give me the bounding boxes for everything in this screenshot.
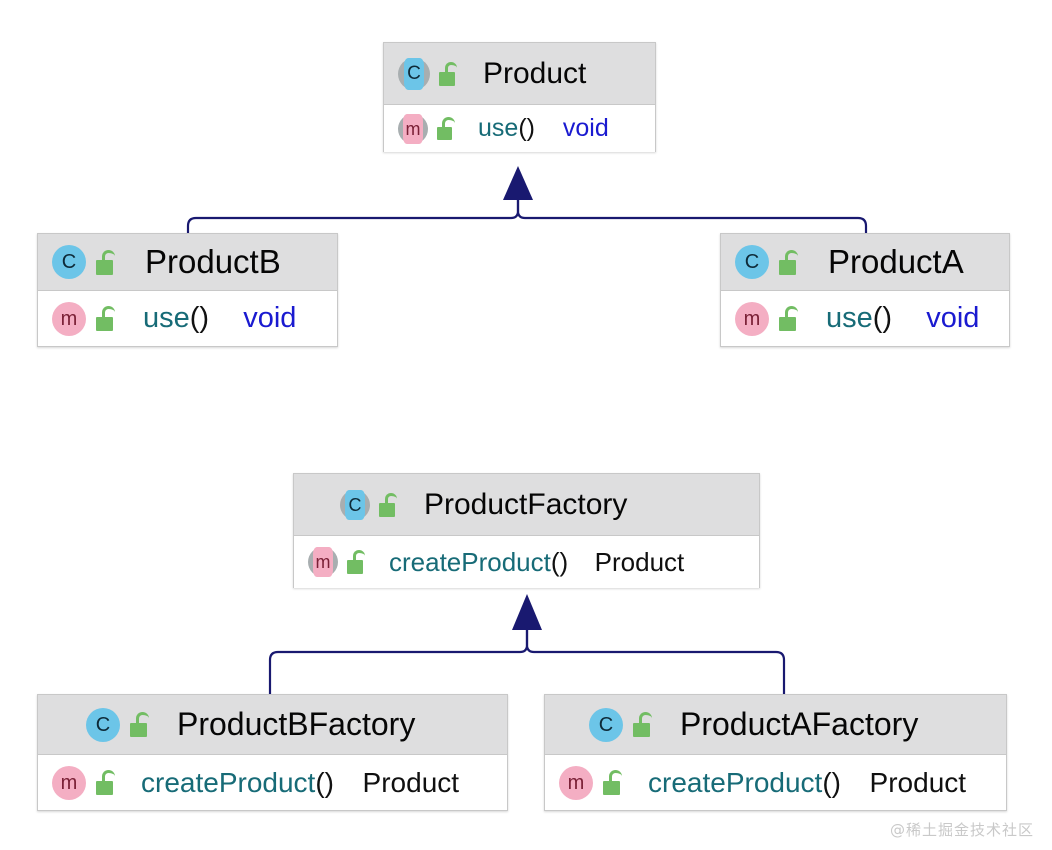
class-box-productfactory[interactable]: C ProductFactory m createProduct() Produ… (293, 473, 760, 588)
class-header-producta: C ProductA (721, 234, 1009, 291)
unlocked-public-icon (437, 117, 458, 140)
method-name: use (478, 114, 519, 142)
class-icon: C (398, 57, 430, 90)
watermark: @稀土掘金技术社区 (889, 821, 1034, 839)
class-header-productbfactory: C ProductBFactory (38, 695, 507, 755)
method-parens: () (518, 114, 535, 142)
class-box-producta[interactable]: C ProductA m use() void (720, 233, 1010, 347)
class-header-product: C Product (384, 43, 655, 105)
unlocked-public-icon (96, 249, 119, 275)
inheritance-arrowhead-product (503, 166, 533, 200)
generalization-to-product (186, 166, 868, 234)
class-icon: C (735, 245, 769, 279)
class-name-productb: ProductB (145, 243, 281, 280)
class-name-productbfactory: ProductBFactory (177, 706, 416, 742)
unlocked-public-icon (379, 492, 401, 517)
class-name-product: Product (483, 56, 587, 90)
method-parens: () (822, 766, 841, 798)
unlocked-public-icon (347, 550, 369, 574)
method-icon: m (398, 113, 428, 144)
method-row-product-use[interactable]: m use() void (384, 105, 655, 152)
method-row-productafactory-createproduct[interactable]: m createProduct() Product (545, 755, 1006, 810)
class-box-productbfactory[interactable]: C ProductBFactory m createProduct() Prod… (37, 694, 508, 811)
method-icon: m (735, 301, 769, 336)
class-header-productb: C ProductB (38, 234, 337, 291)
method-icon: m (52, 301, 86, 336)
class-name-productfactory: ProductFactory (424, 487, 628, 521)
method-return-type: void (562, 114, 609, 142)
method-name: createProduct (648, 766, 823, 798)
method-name: use (143, 302, 190, 334)
unlocked-public-icon (130, 712, 153, 737)
unlocked-public-icon (779, 306, 802, 331)
class-box-productb[interactable]: C ProductB m use() void (37, 233, 338, 347)
method-parens: () (550, 546, 569, 577)
unlocked-public-icon (633, 712, 656, 737)
method-return-type: void (243, 302, 297, 334)
method-return-type: Product (594, 546, 685, 577)
generalization-to-productfactory (268, 594, 786, 697)
class-icon: C (52, 245, 86, 279)
class-box-product[interactable]: C Product m use() void (383, 42, 656, 152)
class-name-productafactory: ProductAFactory (680, 706, 919, 742)
class-box-productafactory[interactable]: C ProductAFactory m createProduct() Prod… (544, 694, 1007, 811)
method-row-productfactory-createproduct[interactable]: m createProduct() Product (294, 536, 759, 588)
inheritance-arrowhead-productfactory (512, 594, 542, 630)
class-icon: C (589, 707, 623, 742)
method-parens: () (872, 302, 893, 334)
unlocked-public-icon (439, 61, 461, 86)
method-icon: m (308, 547, 338, 577)
class-header-productfactory: C ProductFactory (294, 474, 759, 536)
method-icon: m (559, 765, 593, 800)
unlocked-public-icon (96, 306, 119, 331)
method-name: use (826, 302, 873, 334)
method-return-type: void (926, 302, 980, 334)
method-name: createProduct (389, 546, 551, 577)
class-name-producta: ProductA (828, 243, 964, 280)
method-row-productbfactory-createproduct[interactable]: m createProduct() Product (38, 755, 507, 810)
method-icon: m (52, 765, 86, 800)
class-icon: C (340, 489, 370, 520)
unlocked-public-icon (96, 770, 119, 795)
method-return-type: Product (869, 766, 967, 798)
method-parens: () (189, 302, 210, 334)
method-return-type: Product (362, 766, 460, 798)
unlocked-public-icon (779, 249, 802, 275)
class-header-productafactory: C ProductAFactory (545, 695, 1006, 755)
method-name: createProduct (141, 766, 316, 798)
unlocked-public-icon (603, 770, 626, 795)
method-parens: () (315, 766, 334, 798)
method-row-producta-use[interactable]: m use() void (721, 291, 1009, 346)
class-icon: C (86, 707, 120, 742)
method-row-productb-use[interactable]: m use() void (38, 291, 337, 346)
